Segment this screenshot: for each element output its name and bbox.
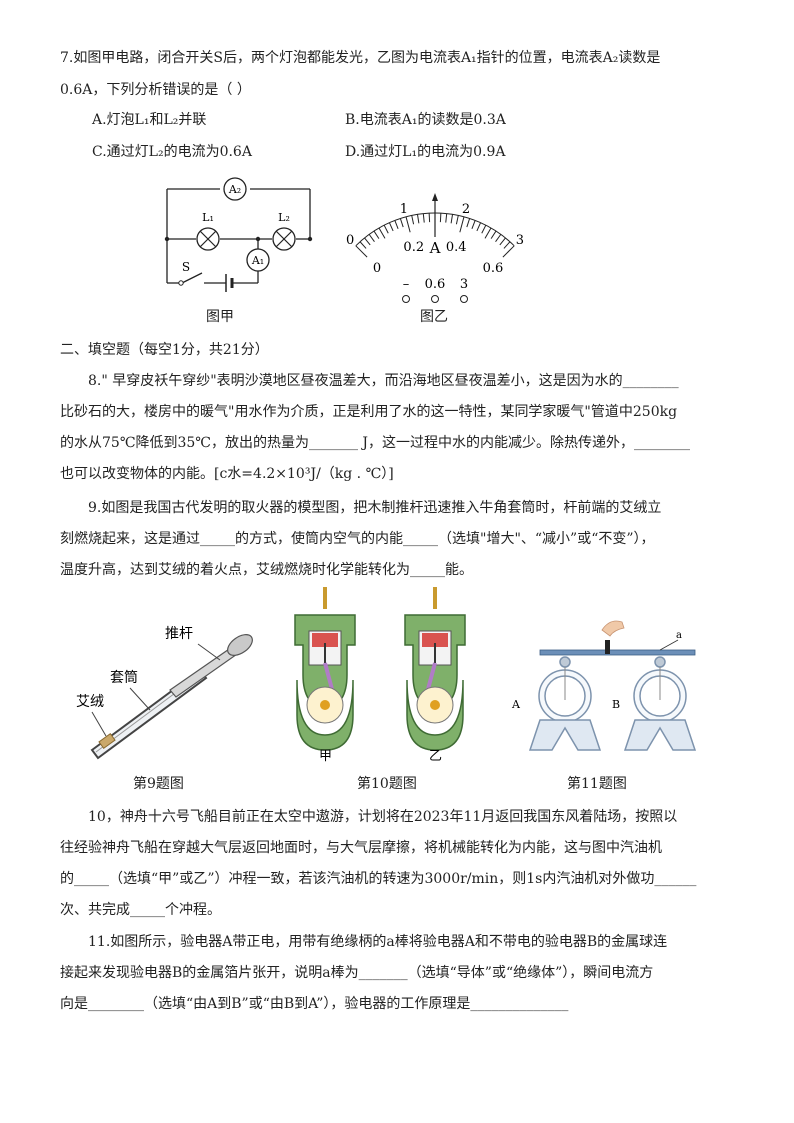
dial-tick <box>399 218 404 228</box>
fig11-caption: 第11题图 <box>567 776 627 792</box>
dial-tick <box>394 220 399 230</box>
dial-tick <box>373 230 380 239</box>
q9-line1: 9.如图是我国古代发明的取火器的模型图，把木制推杆迅速推入牛角套筒时，杆前端的艾… <box>88 500 662 516</box>
q7-option-b: B.电流表A₁的读数是0.3A <box>345 112 506 128</box>
electroscope-figure: a A B <box>511 620 697 751</box>
dial-tick <box>416 214 420 224</box>
dial-tick <box>502 245 515 258</box>
electroscope-a <box>528 656 602 751</box>
q10-line1: 10，神舟十六号飞船目前正在太空中遨游，计划将在2023年11月返回我国东风着陆… <box>88 809 678 825</box>
dial-bottom-label: 0 <box>373 261 381 276</box>
fig-jia-caption: 图甲 <box>206 309 234 325</box>
q7-option-c: C.通过灯L₂的电流为0.6A <box>92 144 252 160</box>
dial-tick <box>355 245 368 258</box>
dial-top-label: 3 <box>516 233 524 248</box>
terminal-label: 3 <box>460 277 468 292</box>
label-tinder: 艾绒 <box>76 694 104 710</box>
electroscope-b <box>623 656 697 751</box>
q11-line2: 接起来发现验电器B的金属箔片张开，说明a棒为_______（选填“导体”或“绝缘… <box>60 965 654 981</box>
dial-tick <box>378 227 386 239</box>
switch-label: S <box>182 260 190 274</box>
q9-line2: 刻燃烧起来，这是通过_____的方式，使筒内空气的内能_____（选填"增大"、… <box>60 531 655 547</box>
dial-tick <box>359 241 367 249</box>
dial-tick <box>466 218 471 228</box>
fig-yi-caption: 图乙 <box>420 309 448 325</box>
terminal-post <box>402 295 410 303</box>
terminal-post <box>431 295 439 303</box>
q8-line3: 的水从75℃降低到35℃，放出的热量为_______ J，这一过程中水的内能减少… <box>60 435 691 451</box>
fig9-caption: 第9题图 <box>133 776 184 792</box>
svg-text:A₂: A₂ <box>228 183 241 196</box>
dial-tick <box>450 214 454 224</box>
dial-tick <box>383 224 389 234</box>
engine-figure: 甲 乙 <box>294 587 466 764</box>
dial-bottom-label: 0.2 <box>403 240 424 255</box>
dial-tick <box>459 216 465 233</box>
dial-tick <box>499 237 506 246</box>
dial-unit-label: A <box>429 239 441 257</box>
dial-tick <box>490 230 497 239</box>
engine-jia <box>294 587 356 751</box>
svg-text:L₂: L₂ <box>278 211 290 224</box>
svg-text:A₁: A₁ <box>251 254 264 267</box>
dial-bottom-label: 0.6 <box>483 261 504 276</box>
lamp-l2: L₂ <box>272 211 296 251</box>
dial-tick <box>484 227 492 239</box>
dial-top-label: 2 <box>462 202 470 217</box>
q8-line4: 也可以改变物体的内能。[c水=4.2×10³J/（kg . ℃）] <box>60 466 394 482</box>
svg-text:L₁: L₁ <box>202 211 214 224</box>
dial-tick <box>471 220 476 230</box>
label-jia: 甲 <box>319 749 332 764</box>
label-rod-a: a <box>676 630 682 641</box>
dial-tick <box>405 216 411 233</box>
ammeter-a1: A₁ <box>246 248 270 272</box>
q9-line3: 温度升高，达到艾绒的着火点，艾绒燃烧时化学能转化为_____能。 <box>60 562 473 578</box>
section-heading: 二、填空题（每空1分，共21分） <box>60 342 269 358</box>
dial-tick <box>422 213 425 223</box>
circuit-diagram: A₂ L₁ L₂ A₁ S <box>164 177 313 292</box>
dial-tick <box>495 234 502 242</box>
q7-stem-line2: 0.6A，下列分析错误的是（ ） <box>60 82 251 98</box>
q11-line1: 11.如图所示，验电器A带正电，用带有绝缘柄的a棒将验电器A和不带电的验电器B的… <box>88 934 668 950</box>
ammeter-a2: A₂ <box>223 177 247 201</box>
q10-line2: 往经验神舟飞船在穿越大气层返回地面时，与大气层摩擦，将机械能转化为内能，这与图中… <box>60 840 662 856</box>
dial-top-label: 0 <box>346 233 354 248</box>
label-a: A <box>511 698 521 711</box>
label-b: B <box>612 698 620 711</box>
fig10-caption: 第10题图 <box>357 776 417 792</box>
dial-tick <box>445 213 448 223</box>
q8-line1: 8." 早穿皮袄午穿纱"表明沙漠地区昼夜温差大，而沿海地区昼夜温差小，这是因为水… <box>88 373 679 389</box>
dial-tick <box>388 222 394 232</box>
lamp-l1: L₁ <box>196 211 220 251</box>
dial-bottom-label: 0.4 <box>446 240 467 255</box>
dial-top-label: 1 <box>400 202 408 217</box>
q11-line3: 向是________（选填“由A到B”或“由B到A”），验电器的工作原理是___… <box>60 996 569 1012</box>
dial-tick <box>481 224 487 234</box>
label-yi: 乙 <box>429 749 442 764</box>
battery-icon <box>225 274 234 292</box>
q7-option-a: A.灯泡L₁和L₂并联 <box>92 112 207 128</box>
q10-line4: 次、共完成_____个冲程。 <box>60 902 221 918</box>
q10-line3: 的_____（选填“甲”或乙”）冲程一致，若该汽油机的转速为3000r/min，… <box>60 871 697 887</box>
fire-piston-figure: 推杆 套筒 艾绒 <box>76 626 253 760</box>
terminal-label: – <box>403 277 410 292</box>
engine-yi <box>404 587 466 751</box>
dial-tick <box>476 222 482 232</box>
q7-option-d: D.通过灯L₁的电流为0.9A <box>345 144 506 160</box>
dial-tick <box>411 215 415 225</box>
dial-tick <box>455 215 459 225</box>
terminal-label: 0.6 <box>425 277 446 292</box>
dial-tick <box>368 234 375 242</box>
terminal-post <box>460 295 468 303</box>
dial-tick <box>503 241 511 249</box>
q7-stem-line1: 7.如图甲电路，闭合开关S后，两个灯泡都能发光，乙图为电流表A₁指针的位置，电流… <box>60 50 661 66</box>
label-push-rod: 推杆 <box>165 626 193 642</box>
label-sleeve: 套筒 <box>110 669 138 686</box>
q8-line2: 比砂石的大，楼房中的暖气"用水作为介质，正是利用了水的这一特性，某同学家暖气"管… <box>60 404 678 420</box>
dial-tick <box>364 237 371 246</box>
